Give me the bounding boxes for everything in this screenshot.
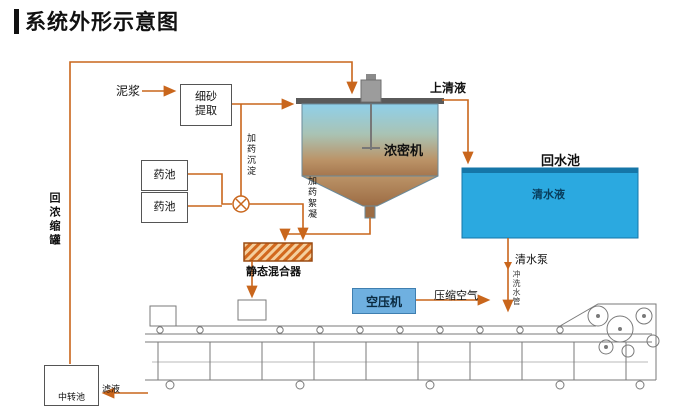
return-to-thickener-label: 回浓缩罐 (48, 192, 60, 248)
thickener-outlet (364, 205, 376, 219)
dose-settle-label: 加药沉淀 (246, 133, 256, 177)
clear-water-label: 清水液 (532, 189, 565, 201)
press-deck-rollers (156, 326, 564, 334)
air-compressor-box: 空压机 (352, 288, 416, 314)
air-compressor-label: 空压机 (365, 294, 402, 309)
pipe-underflow (279, 218, 371, 242)
belt-filter-press (145, 299, 660, 390)
pipe-chem1 (186, 173, 232, 205)
chem-tank-1-label: 药池 (153, 168, 176, 181)
transfer-pool-label: 中转池 (57, 392, 85, 402)
supernatant-label: 上清液 (430, 81, 467, 95)
press-casters (165, 380, 645, 390)
page-title: 系统外形示意图 (14, 6, 179, 36)
static-mixer-label: 静态混合器 (246, 266, 301, 278)
chem-tank-2-label: 药池 (153, 200, 176, 213)
press-frame-right (559, 303, 657, 380)
motor-cap (366, 74, 376, 80)
press-legs (157, 342, 627, 380)
return-water-pool (461, 167, 639, 239)
title-accent-bar (14, 8, 19, 34)
clear-water-pump-label: 清水泵 (515, 254, 548, 266)
mud-label: 泥浆 (116, 84, 141, 98)
pipe-return-to-thickener (69, 61, 358, 364)
sand-extraction-label: 细砂提取 (195, 91, 217, 117)
flush-mid-arrow (504, 262, 512, 270)
sand-extraction-box: 细砂提取 (180, 84, 232, 126)
dosing-pump-symbol (232, 195, 250, 213)
chem-tank-1-box: 药池 (141, 160, 188, 191)
pipe-supernatant (442, 99, 474, 165)
thickener-cone (301, 175, 439, 207)
pipe-dose-floc (249, 203, 309, 241)
transfer-pool-box: 中转池 (44, 365, 99, 406)
dose-floc-label: 加药絮凝 (307, 176, 317, 220)
stirrer-motor (360, 79, 382, 103)
process-pipes (69, 61, 514, 399)
chem-tank-2-box: 药池 (141, 192, 188, 223)
press-roller-cluster (587, 305, 660, 358)
title-text: 系统外形示意图 (25, 11, 179, 34)
static-mixer-block (243, 242, 313, 262)
thickener-tank (296, 74, 444, 219)
compressed-air-label: 压缩空气 (434, 290, 478, 302)
stirrer-shaft (362, 104, 380, 150)
flush-pipe-label: 冲洗水管 (512, 270, 521, 306)
thickener-label: 浓密机 (384, 143, 424, 158)
filtrate-label: 滤液 (102, 384, 121, 394)
return-pool-label: 回水池 (541, 153, 581, 168)
